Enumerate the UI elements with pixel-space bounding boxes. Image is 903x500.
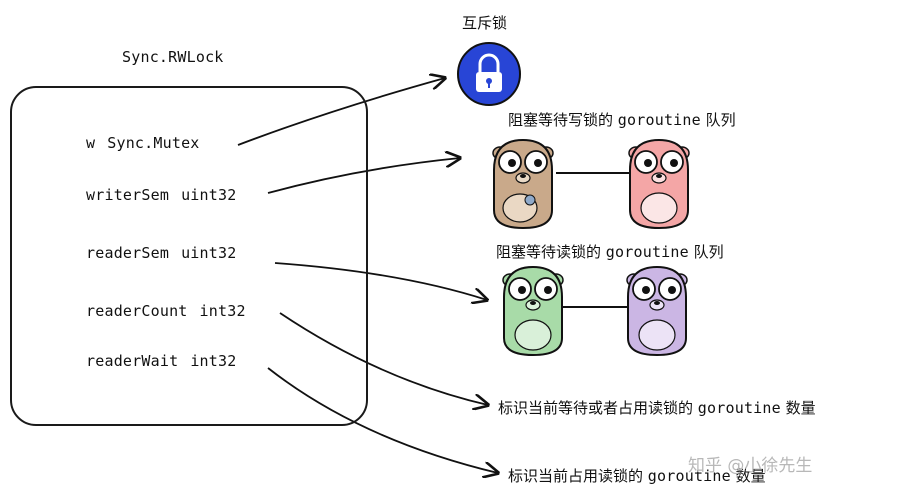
field-writersem: writerSem uint32 xyxy=(86,186,236,204)
arrow-readersem-to-reader-queue xyxy=(274,262,487,300)
field-name: readerCount xyxy=(86,302,188,320)
writer-queue-label: 阻塞等待写锁的 goroutine 队列 xyxy=(508,109,736,130)
field-name: readerWait xyxy=(86,352,179,370)
label-suffix: 数量 xyxy=(735,467,766,485)
field-type: int32 xyxy=(190,352,237,370)
label-prefix: 阻塞等待写锁的 xyxy=(508,111,614,129)
field-w: w Sync.Mutex xyxy=(86,134,200,152)
arrow-readercount-to-label xyxy=(279,312,488,405)
reader-count-label: 标识当前等待或者占用读锁的 goroutine 数量 xyxy=(498,397,816,418)
label-keyword: goroutine xyxy=(697,399,781,417)
lock-icon xyxy=(457,42,521,106)
field-type: uint32 xyxy=(181,244,237,262)
label-keyword: goroutine xyxy=(647,467,731,485)
reader-queue-label: 阻塞等待读锁的 goroutine 队列 xyxy=(496,241,724,262)
struct-box xyxy=(10,86,368,426)
field-type: Sync.Mutex xyxy=(107,134,200,152)
gopher-icon-writer-1 xyxy=(492,138,554,230)
gopher-icon-reader-2 xyxy=(626,265,688,357)
mutex-label: 互斥锁 xyxy=(462,14,508,32)
field-name: writerSem xyxy=(86,186,170,204)
field-type: uint32 xyxy=(181,186,237,204)
label-prefix: 标识当前等待或者占用读锁的 xyxy=(498,399,694,417)
label-prefix: 标识当前占用读锁的 xyxy=(508,467,644,485)
label-keyword: goroutine xyxy=(605,243,689,261)
arrow-writersem-to-writer-queue xyxy=(267,158,460,194)
field-readersem: readerSem uint32 xyxy=(86,244,236,262)
field-name: w xyxy=(86,134,96,152)
arrow-w-to-mutex xyxy=(237,78,445,146)
label-suffix: 数量 xyxy=(785,399,816,417)
gopher-icon-reader-1 xyxy=(502,265,564,357)
field-type: int32 xyxy=(199,302,246,320)
field-readerwait: readerWait int32 xyxy=(86,352,236,370)
label-keyword: goroutine xyxy=(617,111,701,129)
watermark: 知乎 @小徐先生 xyxy=(688,456,813,476)
label-suffix: 队列 xyxy=(705,111,736,129)
arrow-readerwait-to-label xyxy=(267,367,498,473)
label-prefix: 阻塞等待读锁的 xyxy=(496,243,602,261)
reader-wait-label: 标识当前占用读锁的 goroutine 数量 xyxy=(508,465,766,486)
struct-title: Sync.RWLock xyxy=(122,48,224,66)
gopher-icon-writer-2 xyxy=(628,138,690,230)
field-readercount: readerCount int32 xyxy=(86,302,246,320)
field-name: readerSem xyxy=(86,244,170,262)
label-suffix: 队列 xyxy=(693,243,724,261)
